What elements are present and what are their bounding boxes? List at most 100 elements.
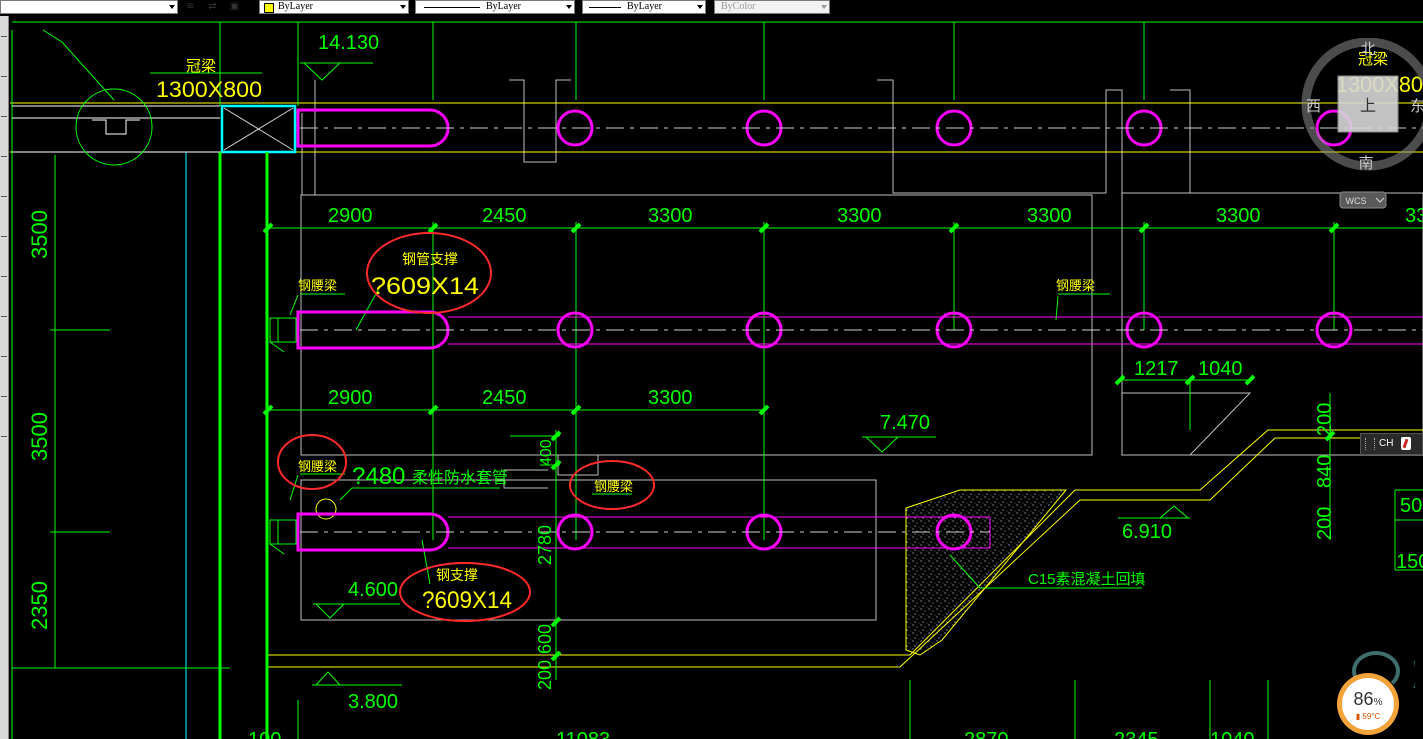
plotstyle-combo-value: ByColor <box>721 1 756 12</box>
sleeve-size: ?480 <box>352 463 405 490</box>
dim-vertical-mid-1: 400 <box>538 439 555 466</box>
dim-vertical-left-2: 3500 <box>27 412 52 461</box>
color-combo[interactable]: ByLayer <box>259 0 409 14</box>
memory-usage: 86% <box>1342 689 1394 710</box>
dim-vertical-left-1: 3500 <box>27 210 52 259</box>
crown-beam-cross <box>223 107 294 151</box>
compass-south[interactable]: 南 <box>1358 154 1373 172</box>
dim-vertical-mid-2: 2780 <box>535 525 555 565</box>
monitor-ring-icon <box>1352 651 1400 691</box>
monitor-inner: 86% ▮ 59°C <box>1342 678 1394 730</box>
dim-row2-1: 2900 <box>328 387 373 409</box>
dim-right-edge-1: 50 <box>1400 495 1422 517</box>
viewcube[interactable]: 上 北 南 西 东 WCS <box>1300 38 1423 216</box>
dim-row2-3: 3300 <box>648 387 693 409</box>
cad-drawing-area[interactable]: 冠梁 1300X800 冠梁 1300X80 钢管支撑 ?609X14 钢腰梁 … <box>10 16 1423 739</box>
steel-waling-label-1: 钢腰梁 <box>298 278 337 293</box>
lineweight-combo[interactable]: ByLayer <box>582 0 706 14</box>
dim-vertical-right-2: 840 <box>1314 455 1336 488</box>
thermometer-icon: ▮ <box>1355 712 1361 721</box>
temperature: ▮ 59°C <box>1342 712 1394 721</box>
dim-vertical-right-3: 200 <box>1314 507 1336 540</box>
layer-states-icon[interactable]: ≋ <box>186 1 195 12</box>
dim-row1-2: 2450 <box>482 205 527 227</box>
compass-north[interactable]: 北 <box>1360 40 1375 58</box>
elevation-mid: 7.470 <box>880 412 930 434</box>
steel-waling-label-3: 钢腰梁 <box>1056 278 1095 293</box>
dim-right-edge-2: 150 <box>1396 551 1423 573</box>
memory-usage-value: 86 <box>1353 689 1374 709</box>
elevation-low: 4.600 <box>348 579 398 601</box>
dim-vertical-left-3: 2350 <box>27 581 52 630</box>
properties-toolbar: ≋ ⇄ ▣ ByLayer ByLayer ByLayer ByColor <box>0 0 1423 16</box>
linetype-combo[interactable]: ByLayer <box>415 0 575 14</box>
layer-match-icon[interactable]: ⇄ <box>208 1 217 12</box>
wcs-label: WCS <box>1346 196 1367 206</box>
cyan-layer-lines <box>185 104 297 739</box>
layer-previous-icon[interactable]: ▣ <box>229 1 240 12</box>
dim-vertical-mid-3: 200 <box>535 660 555 690</box>
dim-bottom-5: 1040 <box>1210 729 1255 739</box>
concrete-fill-hatch <box>905 489 1068 656</box>
system-monitor-widget[interactable]: 86% ▮ 59°C <box>1337 673 1399 735</box>
elevation-bottom: 3.800 <box>348 691 398 713</box>
color-combo-value: ByLayer <box>278 1 313 12</box>
elevation-top: 14.130 <box>318 32 379 54</box>
dim-row1-5: 3300 <box>1027 205 1072 227</box>
crown-beam-label-right: 冠梁 <box>1358 51 1388 68</box>
plotstyle-combo[interactable]: ByColor <box>714 0 830 14</box>
crown-beam-label-left: 冠梁 <box>186 58 216 75</box>
elevation-right: 6.910 <box>1122 521 1172 543</box>
temperature-value: 59°C <box>1362 712 1381 721</box>
dim-bottom-1: 100 <box>248 729 281 739</box>
green-structure <box>11 21 1423 739</box>
dim-row1-7: 33 <box>1405 205 1423 227</box>
ime-grip-icon[interactable] <box>1365 438 1375 450</box>
compass-east[interactable]: 东 <box>1410 97 1423 115</box>
ime-language-bar[interactable]: CH <box>1360 433 1423 455</box>
dim-vertical-mid-4: 600 <box>535 624 555 654</box>
red-markup-ellipses <box>277 232 655 622</box>
steel-pipe-support-label: 钢管支撑 <box>402 251 458 267</box>
dim-bottom-3: 2870 <box>964 729 1009 739</box>
compass-ring[interactable] <box>1301 38 1423 171</box>
dim-row2-2: 2450 <box>482 387 527 409</box>
linetype-preview <box>424 7 480 8</box>
crown-beam-size-left: 1300X800 <box>156 77 262 102</box>
steel-support-size: ?609X14 <box>422 587 512 614</box>
ime-pen-icon[interactable] <box>1401 437 1411 450</box>
wcs-menu-button[interactable] <box>1339 191 1387 209</box>
ime-language-label[interactable]: CH <box>1379 438 1394 449</box>
lineweight-preview <box>589 7 621 8</box>
compass-west[interactable]: 西 <box>1306 97 1321 115</box>
left-dock-toolbar <box>0 16 9 739</box>
center-lines <box>300 127 1423 533</box>
linetype-combo-value: ByLayer <box>486 1 521 12</box>
viewcube-top-label: 上 <box>1360 96 1376 115</box>
steel-support-label: 钢支撑 <box>436 567 478 583</box>
sleeve-description: 柔性防水套管 <box>412 469 508 487</box>
wcs-chevron-down-icon <box>1375 197 1385 203</box>
dim-small-1: 1217 <box>1134 358 1179 380</box>
arrow-down-icon[interactable]: ↓ <box>1412 680 1417 690</box>
steel-waling-label-4: 钢腰梁 <box>594 479 633 494</box>
steel-pipe-support-size: ?609X14 <box>371 273 479 300</box>
dim-vertical-right-1: 200 <box>1314 403 1336 436</box>
dim-bottom-4: 2345 <box>1114 729 1159 739</box>
dim-row1-4: 3300 <box>837 205 882 227</box>
dim-row1-1: 2900 <box>328 205 373 227</box>
dim-bottom-2: 11083 <box>556 729 610 739</box>
lineweight-combo-value: ByLayer <box>627 1 662 12</box>
dimension-ticks <box>262 222 1340 662</box>
arrow-up-icon[interactable]: ↑ <box>1412 658 1417 668</box>
memory-usage-unit: % <box>1373 697 1383 708</box>
dim-row1-3: 3300 <box>648 205 693 227</box>
dim-small-2: 1040 <box>1198 358 1243 380</box>
layer-combo[interactable] <box>0 0 178 14</box>
steel-waling-label-2: 钢腰梁 <box>298 459 337 474</box>
monitor-side-arrows[interactable]: ↑ ↓ <box>1410 658 1423 700</box>
dim-row1-6: 3300 <box>1216 205 1261 227</box>
concrete-fill-label: C15素混凝土回填 <box>1028 571 1146 588</box>
color-swatch <box>264 3 274 13</box>
viewcube-top-face[interactable] <box>1337 75 1399 133</box>
